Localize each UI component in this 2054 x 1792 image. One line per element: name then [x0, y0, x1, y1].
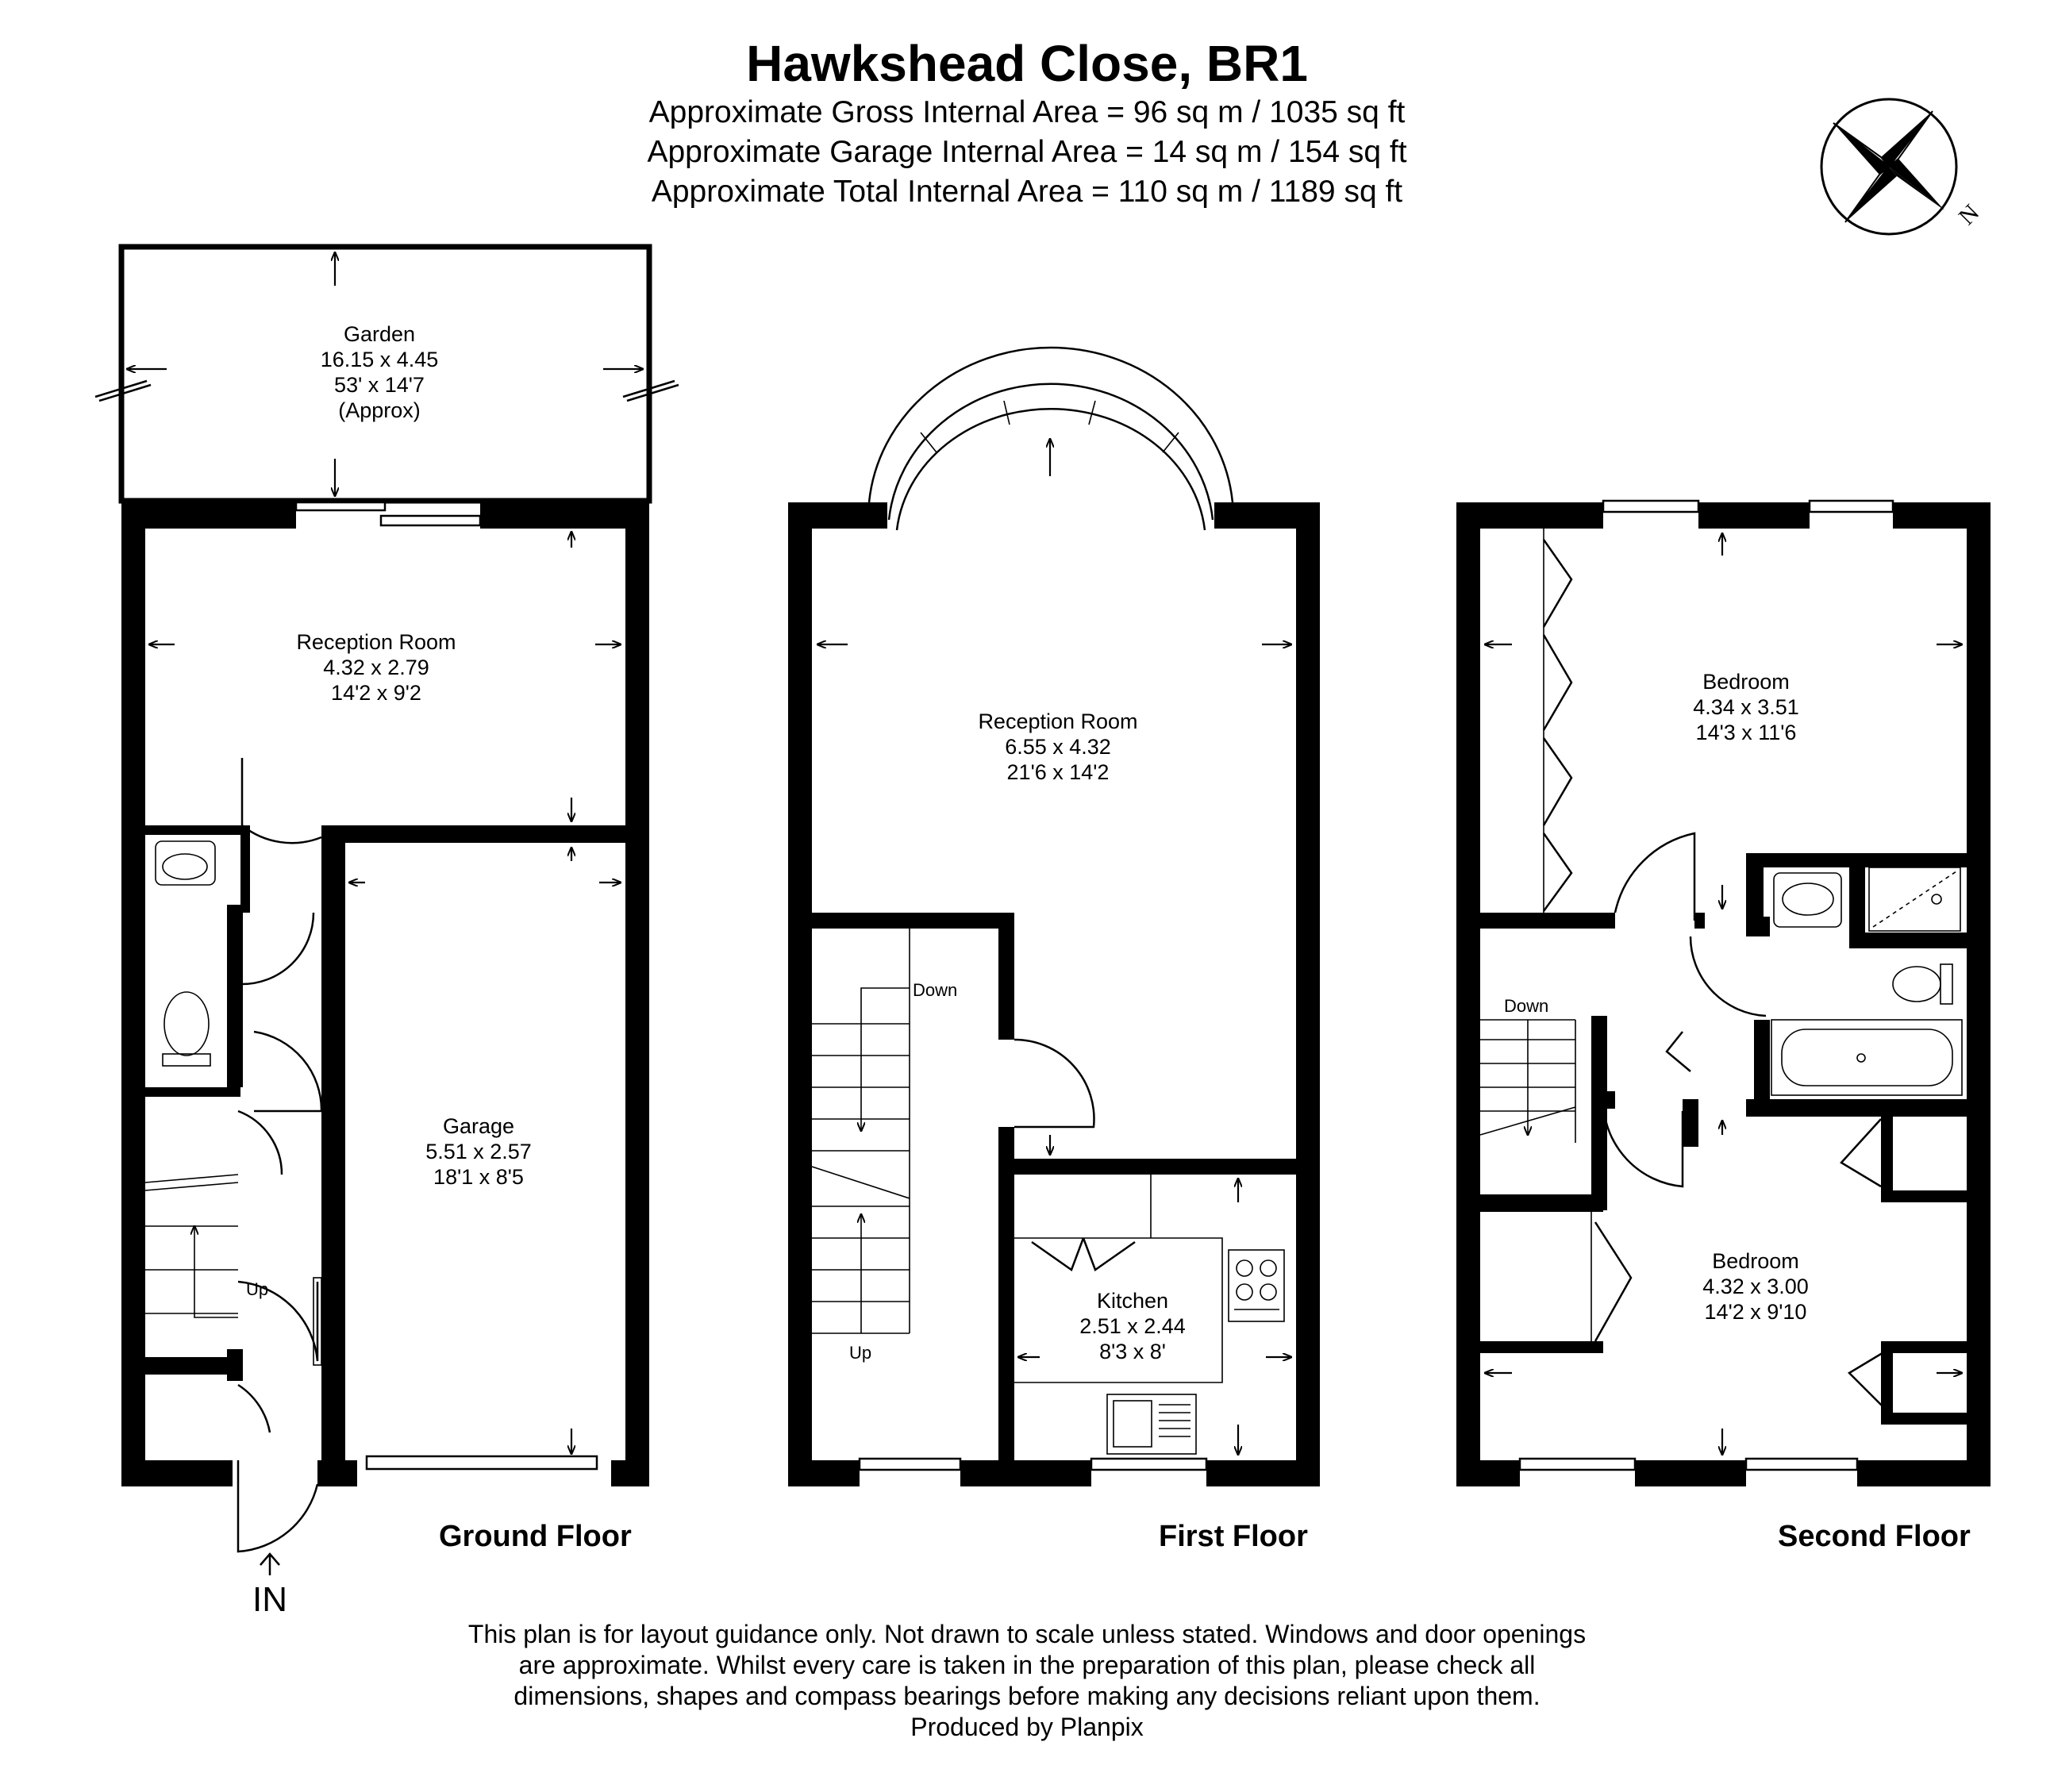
garden-imperial: 53' x 14'7 [334, 373, 425, 397]
ground-toilet-icon [162, 991, 211, 1067]
garage-label: Garage [443, 1114, 514, 1138]
kitchen-label: Kitchen [1097, 1289, 1168, 1313]
ground-floor-label: Ground Floor [439, 1520, 632, 1553]
bath-icon [1771, 1019, 1963, 1096]
ground-stair-up-label: Up [246, 1279, 268, 1299]
second-basin-icon [1773, 872, 1842, 928]
first-stair-up-label: Up [849, 1343, 871, 1363]
garage-imperial: 18'1 x 8'5 [433, 1165, 524, 1189]
compass-north-label: N [1954, 199, 1985, 230]
first-stair-down-label: Down [913, 980, 957, 1000]
first-floor-plan: Down Up [788, 346, 1320, 1553]
second-stair-down-label: Down [1504, 996, 1548, 1016]
garden-boundary [118, 244, 652, 504]
second-toilet-icon [1892, 963, 1953, 1005]
entrance-label: IN [252, 1580, 287, 1619]
second-floor-plan: Down Bedroom 4.34 x 3.51 [1456, 499, 1991, 1553]
bedroom1-label: Bedroom [1702, 670, 1790, 694]
bedroom2-label: Bedroom [1712, 1249, 1799, 1273]
ground-reception-imperial: 14'2 x 9'2 [331, 681, 421, 705]
bedroom1-imperial: 14'3 x 11'6 [1696, 721, 1797, 744]
sink-icon [1106, 1394, 1197, 1455]
disclaimer-line-4: Produced by Planpix [910, 1713, 1144, 1741]
shower-icon [1868, 867, 1961, 932]
disclaimer: This plan is for layout guidance only. N… [0, 1619, 2054, 1743]
ground-floor-plan: Up IN Garden 16.15 x 4.45 53' x 14'7 (Ap… [94, 244, 679, 1619]
garage-area-text: Approximate Garage Internal Area = 14 sq… [647, 135, 1407, 169]
first-floor-label: First Floor [1159, 1520, 1308, 1553]
disclaimer-line-1: This plan is for layout guidance only. N… [467, 1620, 1587, 1648]
ground-reception-label: Reception Room [296, 630, 456, 654]
first-reception-metric: 6.55 x 4.32 [1005, 735, 1111, 759]
hob-icon [1228, 1249, 1285, 1322]
bedroom2-imperial: 14'2 x 9'10 [1705, 1300, 1807, 1324]
garden-note: (Approx) [338, 398, 421, 422]
bedroom1-metric: 4.34 x 3.51 [1693, 695, 1799, 719]
garden-label: Garden [344, 322, 415, 346]
kitchen-metric: 2.51 x 2.44 [1079, 1314, 1186, 1338]
bedroom2-metric: 4.32 x 3.00 [1702, 1275, 1809, 1298]
page-title: Hawkshead Close, BR1 [746, 35, 1308, 92]
ground-reception-metric: 4.32 x 2.79 [323, 656, 429, 679]
garden-metric: 16.15 x 4.45 [321, 348, 439, 371]
total-area-text: Approximate Total Internal Area = 110 sq… [651, 175, 1403, 209]
disclaimer-line-3: dimensions, shapes and compass bearings … [514, 1682, 1540, 1710]
gross-area-text: Approximate Gross Internal Area = 96 sq … [648, 95, 1406, 129]
ground-basin-icon [155, 840, 216, 886]
second-floor-label: Second Floor [1778, 1520, 1971, 1553]
first-reception-imperial: 21'6 x 14'2 [1007, 760, 1110, 784]
first-reception-label: Reception Room [978, 709, 1137, 733]
kitchen-imperial: 8'3 x 8' [1099, 1340, 1166, 1363]
compass-icon: N [1820, 98, 1985, 236]
garage-metric: 5.51 x 2.57 [425, 1140, 532, 1163]
disclaimer-line-2: are approximate. Whilst every care is ta… [518, 1651, 1536, 1679]
